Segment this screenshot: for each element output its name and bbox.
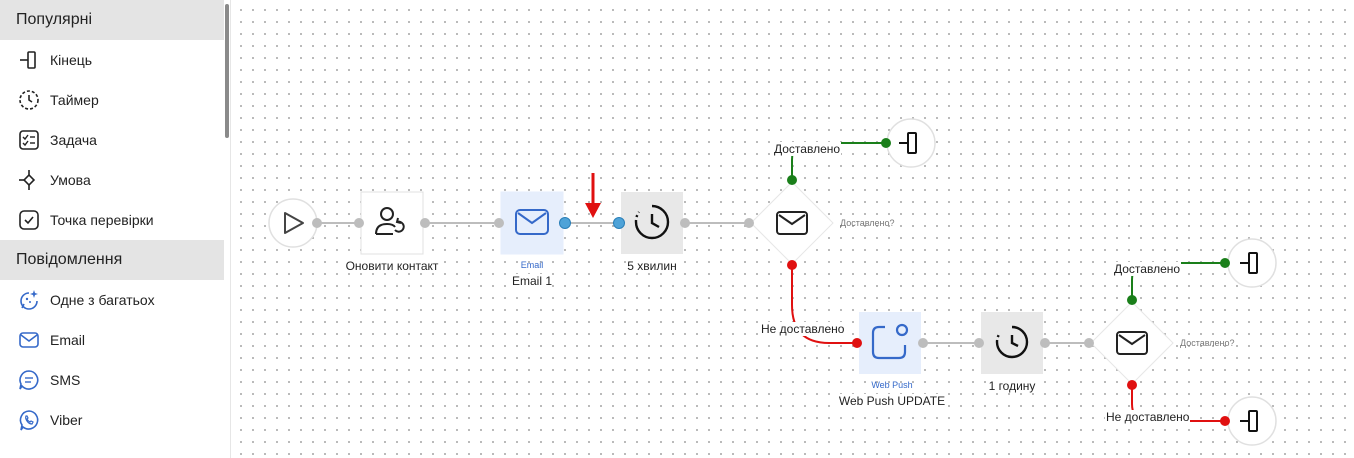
port [852,338,862,348]
flow-diagram [268,118,1277,446]
port [918,338,928,348]
section-header-popular: Популярні [0,0,224,40]
email-node[interactable] [500,191,564,255]
play-icon [284,212,304,234]
section-header-messages: Повідомлення [0,240,224,280]
palette-item-label: Одне з багатьох [50,292,155,308]
timer-icon [18,89,40,111]
port-yes [787,175,797,185]
palette-item-timer[interactable]: Таймер [0,80,224,120]
end-icon [18,49,40,71]
palette-item-email[interactable]: Email [0,320,224,360]
timer-node-1-hour[interactable] [981,312,1043,374]
viber-icon [18,409,40,431]
port [354,218,364,228]
palette-item-sms[interactable]: SMS [0,360,224,400]
port-no [787,260,797,270]
red-indicator-arrow [585,173,601,218]
end-node[interactable] [886,118,936,168]
port-no [1127,380,1137,390]
sms-icon [18,369,40,391]
palette-item-label: SMS [50,372,81,388]
web-push-type-label: Web Push [871,380,913,390]
web-push-icon [871,323,909,360]
connector-lines [317,222,1089,344]
web-push-label: Web Push UPDATE [838,394,946,408]
port [881,138,891,148]
port [1220,258,1230,268]
email-icon [18,329,40,351]
port-yes [1127,295,1137,305]
task-icon [18,129,40,151]
timer-2-label: 1 годину [988,379,1036,393]
yes-branch-label: Доставлено [773,142,842,156]
condition-icon [18,169,40,191]
timer-icon [995,325,1029,359]
port [494,218,504,228]
port [744,218,754,228]
palette-item-end[interactable]: Кінець [0,40,224,80]
checkpoint-icon [18,209,40,231]
email-node-type-label: Email [520,260,544,270]
sidebar-scrollbar-thumb[interactable] [225,4,229,138]
port [420,218,430,228]
palette-item-label: Viber [50,412,83,428]
update-contact-node[interactable] [360,191,424,255]
palette-item-label: Точка перевірки [50,212,154,228]
palette-item-label: Кінець [50,52,93,68]
timer-node-5-min[interactable] [621,192,683,254]
flow-canvas[interactable]: Оновити контакт Email Email 1 5 хвилин Д… [230,0,1354,458]
email-icon [515,209,549,235]
port [613,217,625,229]
condition-node-delivered[interactable] [750,181,834,265]
start-node[interactable] [268,198,318,248]
end-icon [1240,252,1258,274]
email-node-label: Email 1 [511,274,553,288]
palette-item-task[interactable]: Задача [0,120,224,160]
palette-item-label: Умова [50,172,91,188]
end-node[interactable] [1227,238,1277,288]
palette-item-label: Задача [50,132,97,148]
port [1084,338,1094,348]
port [1220,416,1230,426]
no-branch-label: Не доставлено [760,322,846,336]
timer-1-label: 5 хвилин [627,259,677,273]
email-icon [1116,331,1148,355]
update-contact-label: Оновити контакт [345,259,439,273]
timer-icon [634,204,670,240]
port [1040,338,1050,348]
palette-item-viber[interactable]: Viber [0,400,224,440]
palette-item-label: Email [50,332,86,348]
port [680,218,690,228]
port [559,217,571,229]
sidebar-scrollbar[interactable] [224,0,230,458]
connection-ports[interactable] [312,138,1230,426]
palette-item-one-of-many[interactable]: Одне з багатьох [0,280,224,320]
no-branch-label: Не доставлено [1105,410,1191,424]
one-of-many-icon [18,289,40,311]
port [974,338,984,348]
condition-question-label: Доставлено? [840,218,895,228]
web-push-node[interactable] [859,312,921,374]
condition-node-delivered-2[interactable] [1090,301,1174,385]
email-icon [776,211,808,235]
end-node[interactable] [1227,396,1277,446]
end-icon [899,132,917,154]
node-palette-sidebar: Популярні Кінець Таймер Задача Умова Точ… [0,0,224,458]
palette-item-checkpoint[interactable]: Точка перевірки [0,200,224,240]
end-icon [1240,410,1258,432]
condition-question-label: Доставлено? [1180,338,1235,348]
user-sync-icon [375,207,405,235]
port [312,218,322,228]
palette-item-condition[interactable]: Умова [0,160,224,200]
palette-item-label: Таймер [50,92,99,108]
yes-branch-label: Доставлено [1113,262,1182,276]
